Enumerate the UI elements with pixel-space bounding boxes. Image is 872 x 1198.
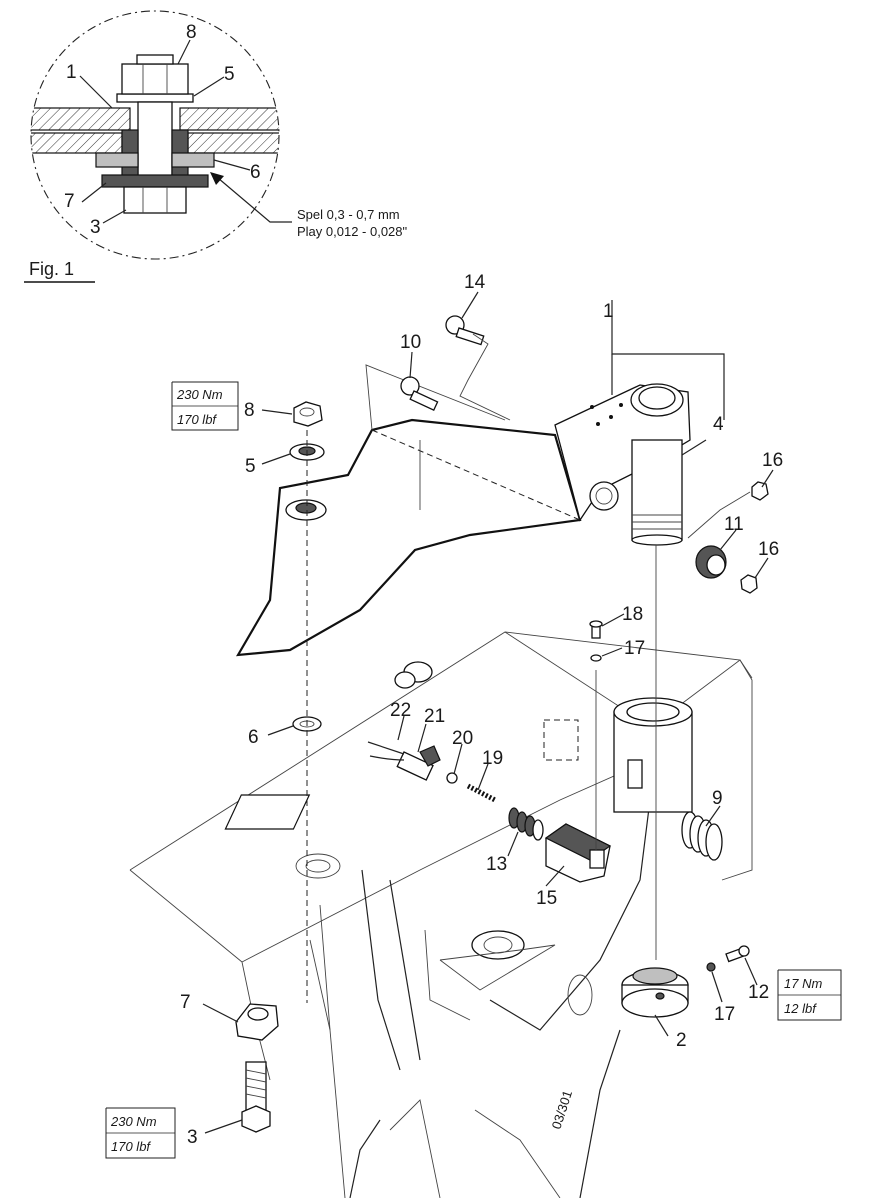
callout-leaders: [202, 291, 774, 1134]
play-arrow-leader: [217, 177, 292, 223]
detail-bolt-head-3: [123, 186, 187, 214]
detail-washer-5: [116, 93, 194, 103]
callout-18: 18: [622, 604, 643, 625]
screw-14: [445, 315, 485, 346]
callout-3: 3: [187, 1127, 198, 1148]
collar-2: [621, 967, 689, 1018]
arm-body-outline: [235, 418, 582, 657]
spring-9: [681, 811, 723, 861]
detail-view-fig1: 8 1 5 6 7 3 Spel 0,3 - 0,7 mm Play 0,012…: [30, 10, 408, 260]
detail-callout-5: 5: [224, 64, 235, 85]
callout-8: 8: [244, 400, 255, 421]
detail-callout-1: 1: [66, 62, 77, 83]
nut-16-lower: [740, 574, 758, 594]
detail-spacer-7: [101, 174, 209, 188]
callout-16-lower: 16: [758, 539, 779, 560]
washer-17-upper: [590, 654, 602, 662]
detail-upper-plate-left: [31, 107, 131, 131]
frame-bore: [471, 930, 525, 960]
arm-casting-1: [235, 364, 691, 657]
detail-lower-plate-left: [31, 132, 123, 154]
torque-nut-8-nm: 230 Nm: [176, 387, 223, 402]
callout-5: 5: [245, 456, 256, 477]
torque-box-screw-12: 17 Nm 12 lbf: [777, 969, 842, 1021]
spring-19: [466, 783, 497, 803]
detail-callout-8: 8: [186, 22, 197, 43]
callout-22: 22: [390, 700, 411, 721]
screw-12: [725, 945, 750, 963]
callout-20: 20: [452, 728, 473, 749]
callout-9: 9: [712, 788, 723, 809]
callout-19: 19: [482, 748, 503, 769]
callout-4: 4: [713, 414, 724, 435]
callout-21: 21: [424, 706, 445, 727]
torque-box-bolt-3: 230 Nm 170 lbf: [105, 1107, 176, 1159]
screw-10: [400, 376, 439, 412]
shaft-4: [631, 439, 683, 541]
detail-washer-6-right: [171, 152, 215, 168]
callout-2: 2: [676, 1030, 687, 1051]
bolt-3: [241, 1061, 271, 1133]
detail-washer-6-left: [95, 152, 139, 168]
torque-bolt-3-nm: 230 Nm: [110, 1114, 157, 1129]
detail-callout-7: 7: [64, 191, 75, 212]
torque-screw-12-nm: 17 Nm: [784, 976, 822, 991]
switch-15: [544, 823, 612, 883]
callout-10: 10: [400, 332, 421, 353]
torque-screw-12-lbf: 12 lbf: [784, 1001, 817, 1016]
screw-18: [589, 620, 603, 639]
detail-lower-plate-right: [187, 132, 279, 154]
frame-block: [224, 794, 311, 830]
callout-6: 6: [248, 727, 259, 748]
detail-callout-6: 6: [250, 162, 261, 183]
drawing-number: 03/301: [549, 1088, 576, 1130]
detail-callout-3: 3: [90, 217, 101, 238]
callout-11: 11: [724, 514, 744, 535]
callout-17-lower: 17: [714, 1004, 735, 1025]
washer-5: [289, 443, 325, 461]
fitting-21: [396, 745, 441, 781]
callout-14: 14: [464, 272, 486, 293]
torque-nut-8-lbf: 170 lbf: [177, 412, 217, 427]
detail-bolt-shank: [137, 101, 173, 179]
torque-box-nut-8: 230 Nm 170 lbf: [171, 381, 239, 431]
callout-17-upper: 17: [624, 638, 645, 659]
bearing-boss: [613, 697, 693, 813]
callout-12: 12: [748, 982, 769, 1003]
callout-1: 1: [603, 301, 614, 322]
play-note-metric: Spel 0,3 - 0,7 mm: [297, 207, 400, 222]
detail-upper-plate-right: [179, 107, 279, 131]
o-ring-20: [446, 772, 458, 784]
torque-bolt-3-lbf: 170 lbf: [111, 1139, 151, 1154]
callout-15: 15: [536, 888, 557, 909]
adjusting-nut-11: [695, 545, 727, 579]
callout-7: 7: [180, 992, 191, 1013]
spring-13: [508, 807, 544, 841]
figure-label: Fig. 1: [29, 259, 74, 279]
hose-22: [367, 741, 405, 761]
washer-17-lower: [706, 962, 716, 972]
play-note-imperial: Play 0,012 - 0,028": [297, 224, 408, 239]
detail-nut-8: [121, 63, 189, 95]
play-arrow-head: [210, 172, 224, 185]
callout-16-upper: 16: [762, 450, 783, 471]
nut-16-upper: [751, 481, 769, 501]
spacer-7: [235, 1003, 279, 1041]
arm-side-bore: [589, 481, 619, 511]
nut-8: [293, 401, 323, 427]
callout-13: 13: [486, 854, 507, 875]
